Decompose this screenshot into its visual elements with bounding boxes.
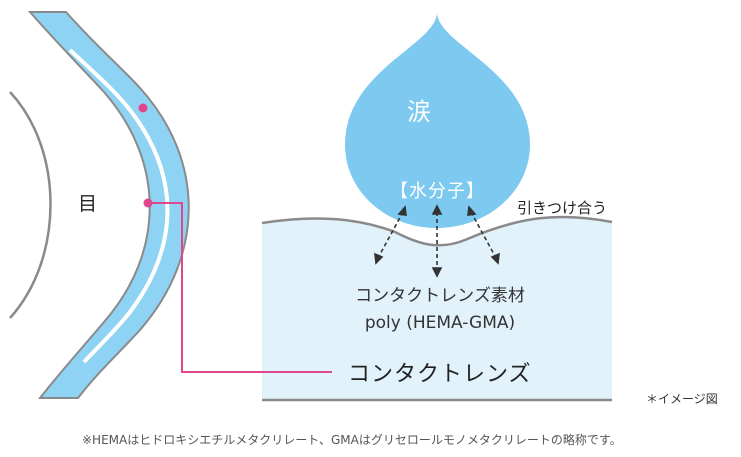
tear-drop bbox=[345, 12, 530, 228]
arrow-center-head-bottom bbox=[431, 267, 443, 278]
material-label-line2: poly (HEMA-GMA) bbox=[364, 313, 516, 333]
lens-pointer-dot bbox=[143, 198, 153, 208]
arrow-left bbox=[377, 211, 404, 259]
arrow-right-head-top bbox=[467, 205, 477, 216]
image-note: ＊イメージ図 bbox=[646, 392, 718, 406]
arrow-left-head-top bbox=[397, 205, 407, 216]
material-label-line1: コンタクトレンズ素材 bbox=[355, 286, 525, 306]
contact-lens-shape bbox=[27, 11, 190, 399]
tear-pointer-dot bbox=[138, 103, 148, 113]
attract-label: 引きつけ合う bbox=[517, 199, 608, 217]
arrow-left-head-bottom bbox=[374, 252, 384, 265]
attraction-arrows bbox=[374, 204, 500, 278]
footnote: ※HEMAはヒドロキシエチルメタクリレート、GMAはグリセロールモノメタクリレー… bbox=[82, 433, 622, 447]
arrow-center-head-top bbox=[431, 204, 443, 215]
eye-surface-curve bbox=[9, 91, 52, 319]
tear-label: 涙 bbox=[407, 98, 431, 126]
arrow-right bbox=[470, 211, 497, 259]
arrow-right-head-bottom bbox=[490, 252, 500, 265]
eye-label: 目 bbox=[78, 193, 98, 215]
contact-lens-label: コンタクトレンズ bbox=[348, 362, 532, 387]
material-surface-line bbox=[261, 215, 613, 247]
material-label: コンタクトレンズ素材 poly (HEMA-GMA) bbox=[352, 283, 528, 337]
water-molecule-label: 【水分子】 bbox=[390, 181, 485, 202]
lens-material-block bbox=[262, 216, 612, 400]
